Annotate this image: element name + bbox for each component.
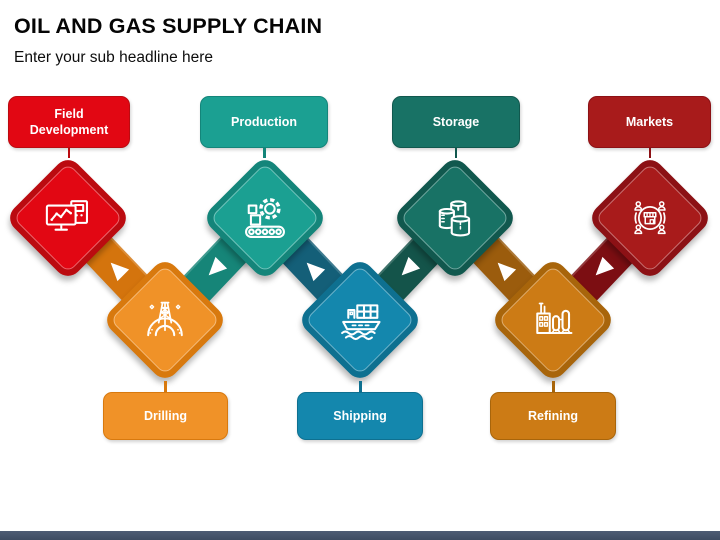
page-title: OIL AND GAS SUPPLY CHAIN [14,14,323,38]
stage-label-markets: Markets [588,96,711,148]
stem-line [359,381,362,393]
stage-diamond-markets [586,154,714,282]
stage-label-text: Shipping [333,408,387,423]
stage-label-production: Production [200,96,328,148]
stage-diamond-drilling [101,256,229,384]
stage-diamond-refining [489,256,617,384]
storage-tanks-icon [429,192,481,244]
stage-label-text: Production [231,114,297,129]
stage-label-text: Markets [625,114,674,129]
stem-line [164,381,167,393]
stage-label-text: Field Development [29,106,109,137]
stage-label-text: Drilling [143,408,188,423]
footer-accent-bar [0,531,720,540]
stem-line [552,381,555,393]
stage-diamond-shipping [296,256,424,384]
stage-label-drilling: Drilling [103,392,228,440]
stem-line [263,147,266,158]
stem-line [67,147,70,158]
stem-line [648,147,651,158]
sub-headline: Enter your sub headline here [14,49,214,66]
stage-diamond-field-development [4,154,132,282]
monitor-chart-icon [42,192,94,244]
marketplace-icon [624,192,676,244]
cargo-ship-icon [334,294,386,346]
oil-derrick-icon [139,294,191,346]
refinery-icon [527,294,579,346]
stage-label-storage: Storage [392,96,520,148]
stage-diamond-production [201,154,329,282]
stage-label-text: Refining [528,408,578,423]
stage-label-refining: Refining [490,392,616,440]
stem-line [454,147,457,158]
stage-label-shipping: Shipping [297,392,423,440]
gear-conveyor-icon [239,192,291,244]
stage-label-field-development: Field Development [8,96,130,148]
stage-diamond-storage [391,154,519,282]
stage-label-text: Storage [432,114,480,129]
